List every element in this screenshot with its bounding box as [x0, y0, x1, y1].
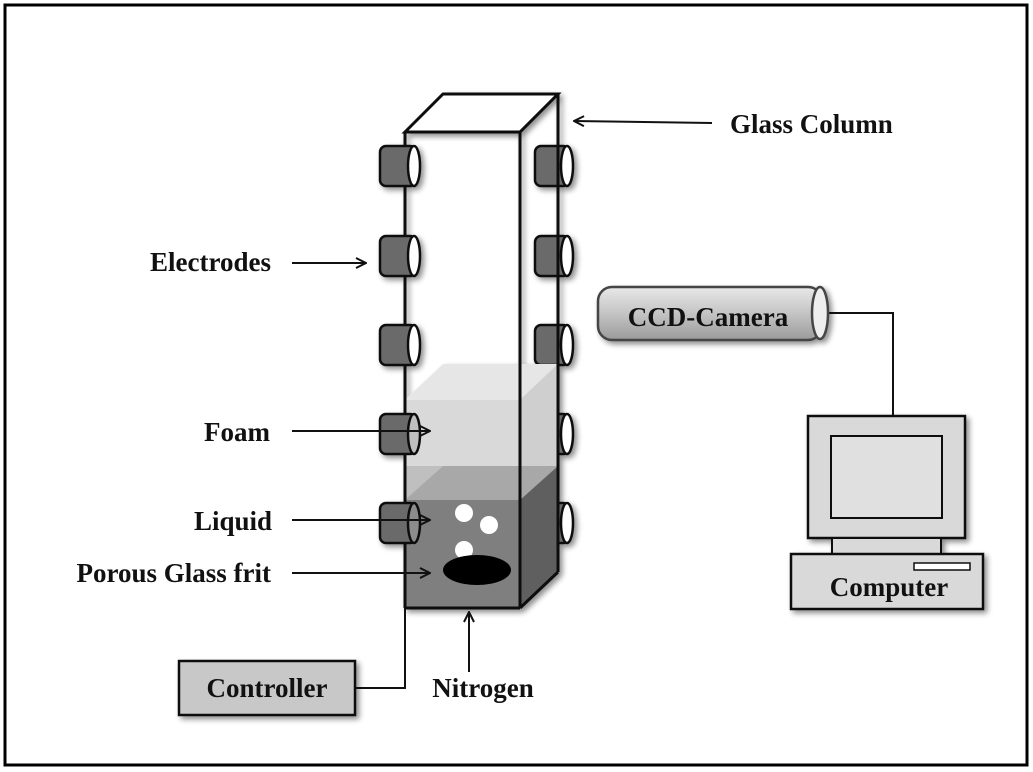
- glass-column-label: Glass Column: [730, 109, 893, 139]
- electrode-icon: [533, 323, 575, 367]
- porous-glass-frit: [443, 555, 511, 585]
- electrode-icon: [378, 501, 422, 545]
- electrodes-left: [378, 144, 422, 545]
- electrode-icon: [378, 144, 422, 188]
- camera-lens-icon: [810, 285, 830, 341]
- computer-icon: [789, 414, 985, 611]
- bubble-icon: [455, 504, 473, 522]
- controller-wire: [356, 608, 406, 689]
- monitor-screen: [830, 435, 943, 519]
- disk-drive-icon: [913, 562, 971, 571]
- controller-label: Controller: [207, 673, 328, 703]
- glass-column: [378, 92, 575, 610]
- foam-upper: [405, 400, 520, 466]
- electrode-icon: [533, 234, 575, 278]
- nitrogen-label: Nitrogen: [432, 673, 534, 703]
- bubble-icon: [455, 541, 473, 559]
- computer-label: Computer: [830, 572, 948, 602]
- liquid-side: [520, 466, 558, 608]
- electrode-icon: [378, 234, 422, 278]
- ccd-camera: [596, 285, 830, 342]
- electrode-icon: [378, 323, 422, 367]
- liquid-label: Liquid: [194, 506, 272, 536]
- ccd-camera-label: CCD-Camera: [628, 302, 789, 332]
- electrode-icon: [533, 144, 575, 188]
- porous-glass-frit-label: Porous Glass frit: [77, 558, 272, 588]
- bubble-icon: [480, 516, 498, 534]
- electrode-icon: [378, 412, 422, 456]
- glass-column-arrow: [574, 121, 713, 123]
- foam-label: Foam: [204, 417, 270, 447]
- electrodes-label: Electrodes: [150, 247, 271, 277]
- monitor-stand: [831, 537, 942, 555]
- camera-computer-wire: [828, 312, 894, 416]
- controller-box: [177, 659, 357, 717]
